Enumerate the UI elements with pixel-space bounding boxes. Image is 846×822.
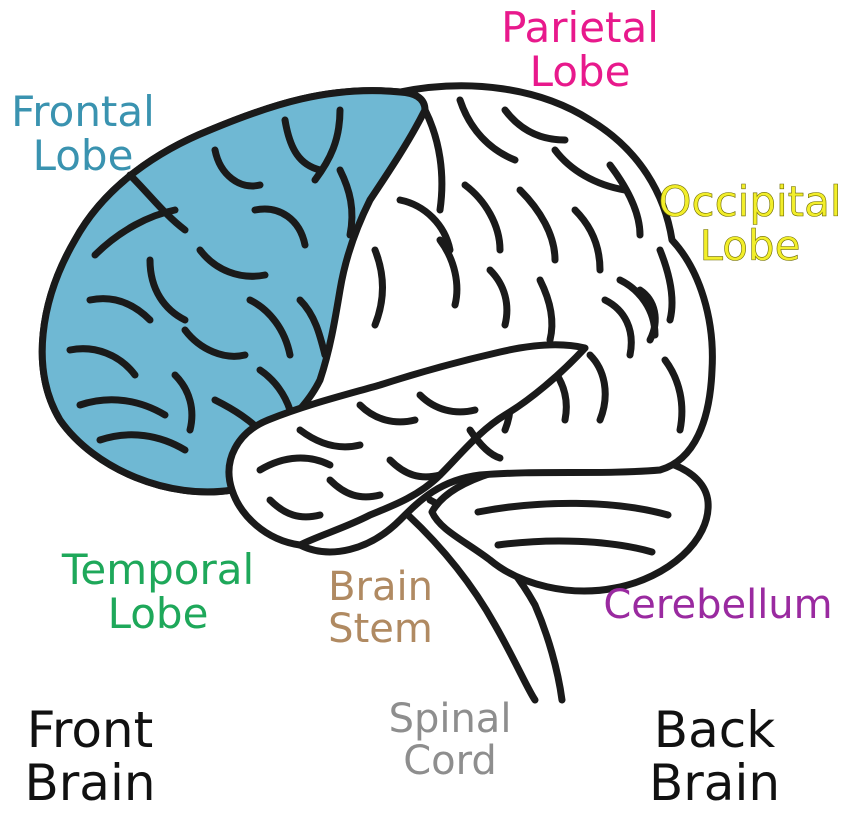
occipital-lobe-label-line2: Lobe (655, 224, 845, 268)
spinal-cord-label-line2: Cord (380, 740, 520, 782)
front-brain-label-line1: Front (10, 704, 170, 757)
frontal-lobe-label-line1: Frontal (8, 90, 158, 134)
temporal-lobe-label: Temporal Lobe (58, 548, 258, 636)
brain-stem-label-line1: Brain (318, 566, 443, 608)
brain-stem-label: Brain Stem (318, 566, 443, 650)
cerebellum-label: Cerebellum (598, 584, 838, 626)
frontal-lobe-label: Frontal Lobe (8, 90, 158, 178)
front-brain-label: Front Brain (10, 704, 170, 809)
back-brain-label: Back Brain (632, 704, 797, 809)
back-brain-label-line2: Brain (632, 757, 797, 810)
parietal-lobe-label-line1: Parietal (500, 6, 660, 50)
temporal-lobe-label-line1: Temporal (58, 548, 258, 592)
back-brain-label-line1: Back (632, 704, 797, 757)
parietal-lobe-label-line2: Lobe (500, 50, 660, 94)
brain-stem-label-line2: Stem (318, 608, 443, 650)
frontal-lobe-label-line2: Lobe (8, 134, 158, 178)
spinal-cord-label: Spinal Cord (380, 698, 520, 782)
occipital-lobe-label: Occipital Lobe (655, 180, 845, 268)
parietal-lobe-label: Parietal Lobe (500, 6, 660, 94)
spinal-cord-label-line1: Spinal (380, 698, 520, 740)
occipital-lobe-label-line1: Occipital (655, 180, 845, 224)
front-brain-label-line2: Brain (10, 757, 170, 810)
cerebellum-label-line1: Cerebellum (598, 584, 838, 626)
temporal-lobe-label-line2: Lobe (58, 592, 258, 636)
